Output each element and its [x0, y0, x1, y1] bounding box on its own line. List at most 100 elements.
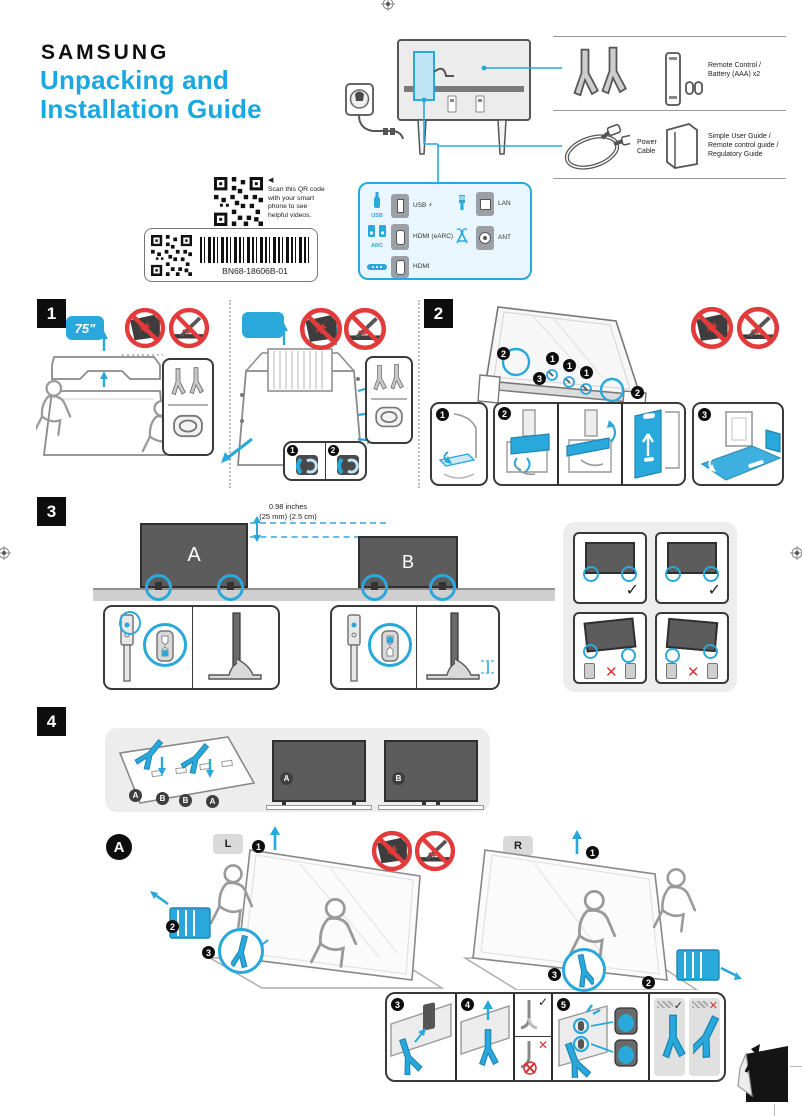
battery-icon	[685, 81, 694, 95]
prohibition-drop-icon	[371, 830, 413, 872]
part-number: BN68-18606B-01	[222, 266, 288, 276]
section-3-number: 3	[37, 497, 66, 526]
registration-mark-right	[790, 546, 802, 560]
tv-back-illustration	[345, 39, 562, 188]
lan-port	[476, 192, 494, 216]
port-row-ant: ANT	[452, 226, 528, 250]
hdmi-earc-port	[391, 224, 409, 250]
tv-front-b	[384, 740, 478, 802]
usb-port	[391, 193, 409, 218]
port-row-lan: LAN	[452, 192, 528, 216]
step-marker: 1	[586, 846, 599, 859]
stand-side-view-a	[193, 607, 278, 688]
hatch	[657, 1001, 673, 1008]
latch-step-1: 1	[285, 443, 326, 479]
step-marker: 2	[327, 445, 339, 456]
stand-closeup-b	[332, 607, 417, 688]
hook-bad-art	[520, 1041, 537, 1075]
gap-measurement: 0.98 inches (25 mm) (2.5 cm)	[243, 502, 333, 522]
side-view-art	[208, 612, 262, 680]
cross-mark: ✕	[537, 1038, 548, 1052]
port-row-hdmi-earc: ARC HDMI (eARC)	[367, 224, 457, 250]
guide-label: Simple User Guide / Remote control guide…	[708, 133, 779, 158]
remote-control-icon	[665, 52, 703, 106]
side-view-art	[426, 612, 495, 680]
divider	[553, 178, 786, 179]
crop-line-v	[774, 1104, 775, 1116]
tv-a-leg	[282, 800, 286, 806]
tv-front-a	[272, 740, 366, 802]
connector-lines	[423, 67, 562, 188]
step-marker: 1	[546, 352, 559, 365]
ant-port-label: ANT	[498, 234, 511, 242]
stand-slot-thumb	[666, 663, 677, 679]
tv-b-leg	[436, 800, 440, 806]
cross-mark: ✕	[687, 664, 700, 681]
detail-box-1: 1	[430, 402, 488, 486]
tv-b-circle-label: B	[392, 772, 405, 785]
step-marker: 1	[563, 359, 576, 372]
foot-highlight	[621, 566, 637, 582]
latch-step-2: 2	[326, 443, 366, 479]
hdmi-port-label: HDMI	[413, 263, 430, 271]
detail-2a: 2	[495, 404, 559, 484]
section-4-number: 4	[37, 707, 66, 736]
qr-code-small-icon	[151, 235, 192, 276]
stand-slot-thumb	[584, 663, 595, 679]
section-1-illustration	[36, 323, 413, 466]
slot-detail	[381, 630, 399, 662]
detail-box-2: 2	[493, 402, 686, 486]
guide-booklet-icon	[666, 123, 698, 169]
cross-mark: ✕	[708, 1000, 718, 1012]
size-badge-75: 75"	[66, 316, 104, 340]
section-2-number: 2	[424, 299, 453, 328]
foot-highlight	[703, 566, 719, 582]
leg-straight-ok: ✓	[654, 998, 686, 1076]
detail-2c	[623, 404, 684, 484]
step-marker: 1	[252, 840, 265, 853]
check-mark: ✓	[625, 582, 639, 599]
ant-port	[476, 226, 494, 250]
click-lock-art	[558, 1004, 638, 1078]
flap-art	[506, 409, 550, 476]
leg-magnifier	[218, 928, 264, 974]
strip-ok-bad: ✓ ✕	[650, 994, 724, 1080]
step-marker: 1	[287, 445, 298, 456]
strip-step-3: 3	[387, 994, 457, 1080]
leg-up-art	[460, 1000, 510, 1067]
prohibition-edge-icon	[414, 830, 456, 872]
height-guide-lower	[250, 536, 360, 538]
foot-highlight	[665, 566, 681, 582]
hook-art	[520, 1000, 538, 1030]
level-ok-cell: ✓	[573, 532, 647, 604]
section-1-2-separator	[418, 300, 420, 488]
hook-ok: ✓	[515, 994, 551, 1037]
stand-slot-thumb	[625, 663, 636, 679]
leg-tilted-bad: ✕	[689, 998, 723, 1076]
prohibition-edge-icon	[343, 307, 387, 351]
level-check-panel: ✓ ✓ ✕ ✕	[563, 522, 737, 692]
leg-insert-art	[390, 1002, 452, 1077]
section-1-number: 1	[37, 299, 66, 328]
step-marker: 2	[497, 347, 510, 360]
usb-port-label: USB ⚡	[413, 202, 433, 210]
lan-cable-icon	[459, 194, 465, 210]
hdmi-port	[391, 256, 409, 278]
hatch	[692, 1001, 708, 1008]
step-marker: 2	[166, 920, 179, 933]
barcode	[200, 237, 310, 263]
lift-arrow	[572, 830, 582, 854]
stand-leg-art	[347, 614, 361, 682]
height-arrow	[253, 516, 261, 542]
remote-label: Remote Control / Battery (AAA) x2	[708, 62, 761, 78]
measurement-inches: 0.98 inches	[268, 502, 308, 511]
stand-leg-blue-icon	[574, 954, 594, 988]
slot-detail	[156, 630, 174, 662]
stand-detail-box-b	[330, 605, 500, 690]
hdmi-earc-port-label: HDMI (eARC)	[413, 233, 454, 241]
usb-icon	[374, 192, 380, 208]
step-marker: 1	[580, 366, 593, 379]
contents-box	[162, 358, 214, 456]
divider	[553, 110, 786, 111]
foam-top	[51, 356, 161, 380]
